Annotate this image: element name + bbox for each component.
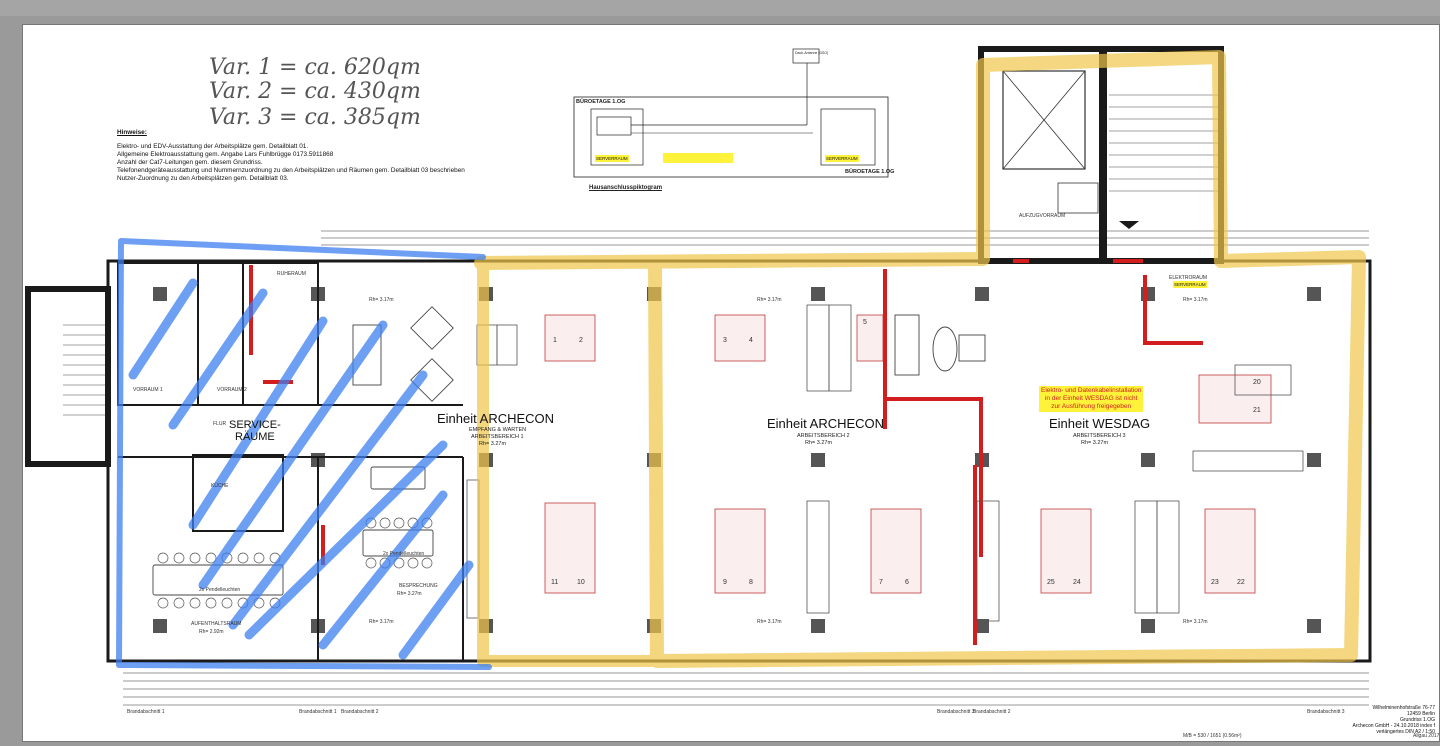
title-block-format: verlängertes DIN A2 / 1:50 xyxy=(1376,729,1435,735)
anteroom-2-label: VORRAUM 2 xyxy=(217,387,247,393)
desk-number: 9 xyxy=(723,579,727,586)
desk-number: 2 xyxy=(579,337,583,344)
lounge-label: AUFENTHALTSRAUM xyxy=(191,621,242,627)
unit-3-height: Rh= 3.27m xyxy=(1081,440,1109,446)
title-block: Wilhelminenhofstraße 76-77 12459 Berlin … xyxy=(1352,705,1435,735)
page-label: Allgau 2017 xyxy=(1413,733,1440,739)
yellow-marker-outline xyxy=(474,50,1366,668)
desk-number: 23 xyxy=(1211,579,1219,586)
server-room-label: SERVERRAUM xyxy=(1173,281,1207,288)
notes-line: Nutzer-Zuordnung zu den Arbeitsplätzen g… xyxy=(117,175,289,182)
pictogram-top-label: BÜROETAGE 1.OG xyxy=(576,99,626,105)
notes-line: Anzahl der Cat7-Leitungen gem. diesem Gr… xyxy=(117,159,263,166)
corridor-label: FLUR xyxy=(213,421,227,427)
service-walls xyxy=(117,262,464,661)
unit-3-title: Einheit WESDAG xyxy=(1049,416,1151,431)
fire-section-label: Brandabschnitt 1 xyxy=(299,709,337,715)
fire-section-label: Brandabschnitt 2 xyxy=(341,709,379,715)
notes-block: Hinweise: Elektro- und EDV-Ausstattung d… xyxy=(117,129,465,183)
handwritten-variant-1: Var. 1 = ca. 620qm xyxy=(209,55,421,80)
service-rooms-label: SERVICE- RÄUME xyxy=(229,419,281,443)
kitchen-label: KÜCHE xyxy=(211,483,229,489)
desk-groups xyxy=(544,314,1272,594)
unit-1-subtitle: EMPFANG & WARTEN xyxy=(469,427,527,433)
title-block-drawing: Grundriss 1.OG xyxy=(1399,717,1435,723)
meeting-room-label: BESPRECHUNG xyxy=(399,583,438,589)
title-block-address: Wilhelminenhofstraße 76-77 xyxy=(1372,705,1435,711)
title-block-city: 12459 Berlin xyxy=(1406,711,1435,717)
desk-number: 10 xyxy=(577,579,585,586)
dimension-lines-bottom xyxy=(123,672,1369,706)
desk-number: 3 xyxy=(723,337,727,344)
desk-number: 22 xyxy=(1237,579,1245,586)
notes-line: Telefonendgeräteausstattung und Nummernz… xyxy=(117,167,465,174)
desk-number: 21 xyxy=(1253,407,1261,414)
pictogram-bottom-label: BÜROETAGE 1.OG xyxy=(845,169,895,175)
desk-number: 25 xyxy=(1047,579,1055,586)
unit-1-title: Einheit ARCHECON xyxy=(437,411,555,426)
installation-warning: Elektro- und Datenkabelinstallation in d… xyxy=(1039,386,1144,412)
elevator-lobby-label: AUFZUGVORRAUM xyxy=(1019,213,1066,219)
unit-1-height: Rh= 3.27m xyxy=(479,441,507,447)
desk-number: 11 xyxy=(551,579,559,586)
staircase-left xyxy=(25,286,111,467)
room-height-bottom-2: Rh= 3.17m xyxy=(757,619,782,625)
fire-section-label: Brandabschnitt 2 xyxy=(973,709,1011,715)
unit-1-area: ARBEITSBEREICH 1 xyxy=(471,434,524,440)
room-height-bottom-3: Rh= 3.17m xyxy=(1183,619,1208,625)
pictogram-serverroom-left: SERVERRAUM xyxy=(595,155,629,162)
desk-number: 1 xyxy=(553,337,557,344)
dimension-lines-top xyxy=(321,230,1369,246)
desk-number: 24 xyxy=(1073,579,1081,586)
title-block-company: Archecon GmbH - 24.10.2018 index f xyxy=(1352,723,1435,729)
floor-plan-sheet: Var. 1 = ca. 620qm Var. 2 = ca. 430qm Va… xyxy=(22,24,1440,742)
pictogram-antenna-label: Dach-Antenne (DSO) xyxy=(795,51,829,55)
notes-line: Allgemeine Elektroausstattung gem. Angab… xyxy=(117,151,334,158)
desk-number: 20 xyxy=(1253,379,1261,386)
unit-2-area: ARBEITSBEREICH 2 xyxy=(797,433,850,439)
pendant-lights-lounge: 2x Pendelleuchten xyxy=(199,587,241,593)
desk-number: 4 xyxy=(749,337,753,344)
fire-section-label: Brandabschnitt 1 xyxy=(127,709,165,715)
desk-number: 5 xyxy=(863,319,867,326)
pictogram-title: Hausanschlusspiktogram xyxy=(589,185,663,191)
meeting-room-height: Rh= 3.27m xyxy=(397,591,422,597)
unit-2-title: Einheit ARCHECON xyxy=(767,416,885,431)
rest-room-label: RUHERAUM xyxy=(277,271,306,277)
unit-2-height: Rh= 3.27m xyxy=(805,440,833,446)
notes-heading: Hinweise: xyxy=(117,129,147,136)
room-height-top-3: Rh= 3.17m xyxy=(1183,297,1208,303)
handwritten-variant-3: Var. 3 = ca. 385qm xyxy=(209,105,421,130)
floor-plan-drawing xyxy=(25,46,1372,706)
desk-number: 7 xyxy=(879,579,883,586)
pendant-lights-meeting: 2x Pendelleuchten xyxy=(383,551,425,557)
handwritten-variant-2: Var. 2 = ca. 430qm xyxy=(209,79,421,104)
fire-section-label: Brandabschnitt 3 xyxy=(1307,709,1345,715)
notes-line: Elektro- und EDV-Ausstattung der Arbeits… xyxy=(117,143,309,150)
pictogram-serverroom-right: SERVERRAUM xyxy=(825,155,859,162)
desk-number: 6 xyxy=(905,579,909,586)
room-height-top-2: Rh= 3.17m xyxy=(757,297,782,303)
unit-3-area: ARBEITSBEREICH 3 xyxy=(1073,433,1126,439)
elevator-tower xyxy=(978,46,1224,264)
fire-section-label: Brandabschnitt 3 xyxy=(937,709,975,715)
desk-number: 8 xyxy=(749,579,753,586)
room-height-bottom-1: Rh= 3.17m xyxy=(369,619,394,625)
room-height-top-1: Rh= 3.17m xyxy=(369,297,394,303)
blue-marker-outline xyxy=(116,238,492,670)
scale-label: M/B = 530 / 1651 (0.56m²) xyxy=(1183,733,1242,739)
connection-pictogram xyxy=(573,48,889,178)
lounge-height: Rh= 2.92m xyxy=(199,629,224,635)
shelving-units xyxy=(466,304,1304,622)
anteroom-1-label: VORRAUM 1 xyxy=(133,387,163,393)
electric-room-label: ELEKTRORAUM xyxy=(1169,275,1208,281)
viewer-top-bar xyxy=(0,0,1440,16)
